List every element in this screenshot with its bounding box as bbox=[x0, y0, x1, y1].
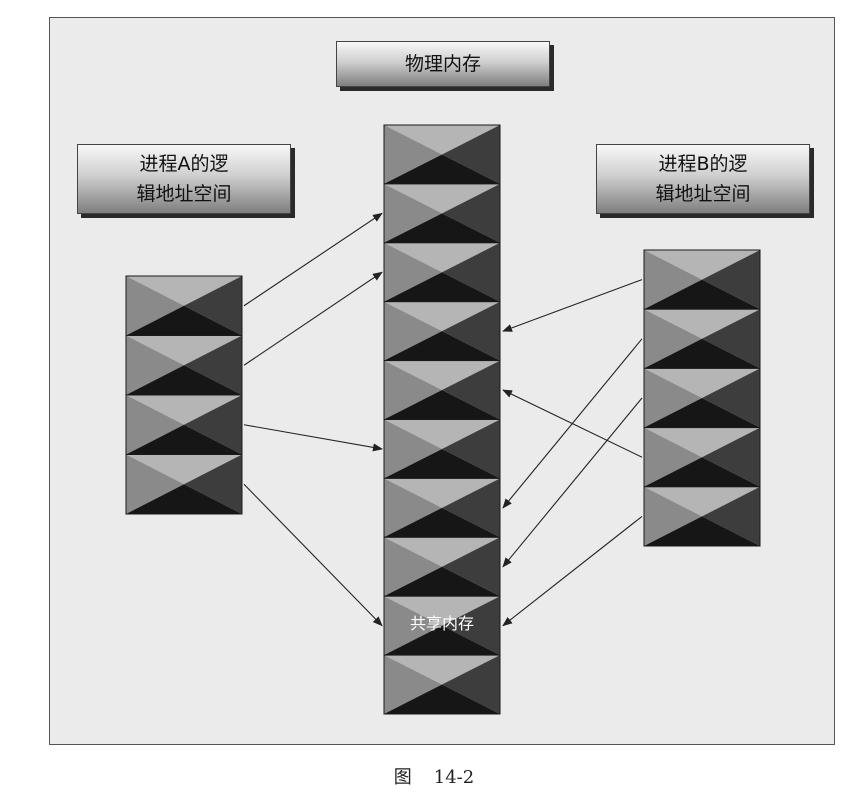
process-a-page-block bbox=[125, 335, 243, 396]
mapping-arrow bbox=[502, 279, 643, 332]
physical-page-block bbox=[383, 360, 501, 421]
process-b-label-line2: 辑地址空间 bbox=[655, 183, 751, 205]
process-b-page-block bbox=[643, 308, 761, 369]
caption-prefix: 图 bbox=[393, 767, 412, 788]
physical-page-block bbox=[383, 301, 501, 362]
process-a-label-line2: 辑地址空间 bbox=[136, 183, 232, 205]
physical-page-block bbox=[383, 654, 501, 715]
mapping-arrow bbox=[243, 483, 383, 627]
physical-page-block bbox=[383, 536, 501, 597]
process-b-page-block bbox=[643, 427, 761, 488]
process-a-page-block bbox=[125, 454, 243, 515]
process-b-page-block bbox=[643, 249, 761, 310]
physical-memory-label: 物理内存 bbox=[404, 53, 481, 75]
mapping-arrow bbox=[502, 515, 643, 627]
mapping-arrow bbox=[243, 212, 383, 307]
process-b-page-block bbox=[643, 367, 761, 429]
process-b-page-block bbox=[643, 486, 761, 547]
mapping-arrow bbox=[502, 397, 643, 568]
physical-page-block bbox=[383, 477, 501, 538]
physical-page-block bbox=[383, 595, 501, 656]
process-b-label-line1: 进程B的逻 bbox=[658, 153, 748, 175]
mapping-arrow bbox=[243, 424, 383, 452]
process-a-page-block bbox=[125, 275, 243, 336]
physical-page-block bbox=[383, 242, 501, 303]
caption-number: 14-2 bbox=[433, 767, 475, 788]
physical-page-block bbox=[383, 419, 501, 479]
physical-memory-title: 物理内存 bbox=[336, 41, 550, 87]
mapping-arrow bbox=[502, 389, 643, 458]
process-a-title: 进程A的逻 辑地址空间 bbox=[77, 144, 291, 214]
shared-memory-label: 共享内存 bbox=[409, 614, 474, 633]
physical-page-block bbox=[383, 124, 501, 185]
mapping-arrow bbox=[243, 271, 383, 366]
process-b-title: 进程B的逻 辑地址空间 bbox=[596, 144, 810, 214]
figure-caption: 图 14-2 bbox=[0, 763, 868, 789]
process-a-label-line1: 进程A的逻 bbox=[139, 153, 229, 175]
physical-page-block bbox=[383, 183, 501, 244]
process-a-page-block bbox=[125, 394, 243, 455]
